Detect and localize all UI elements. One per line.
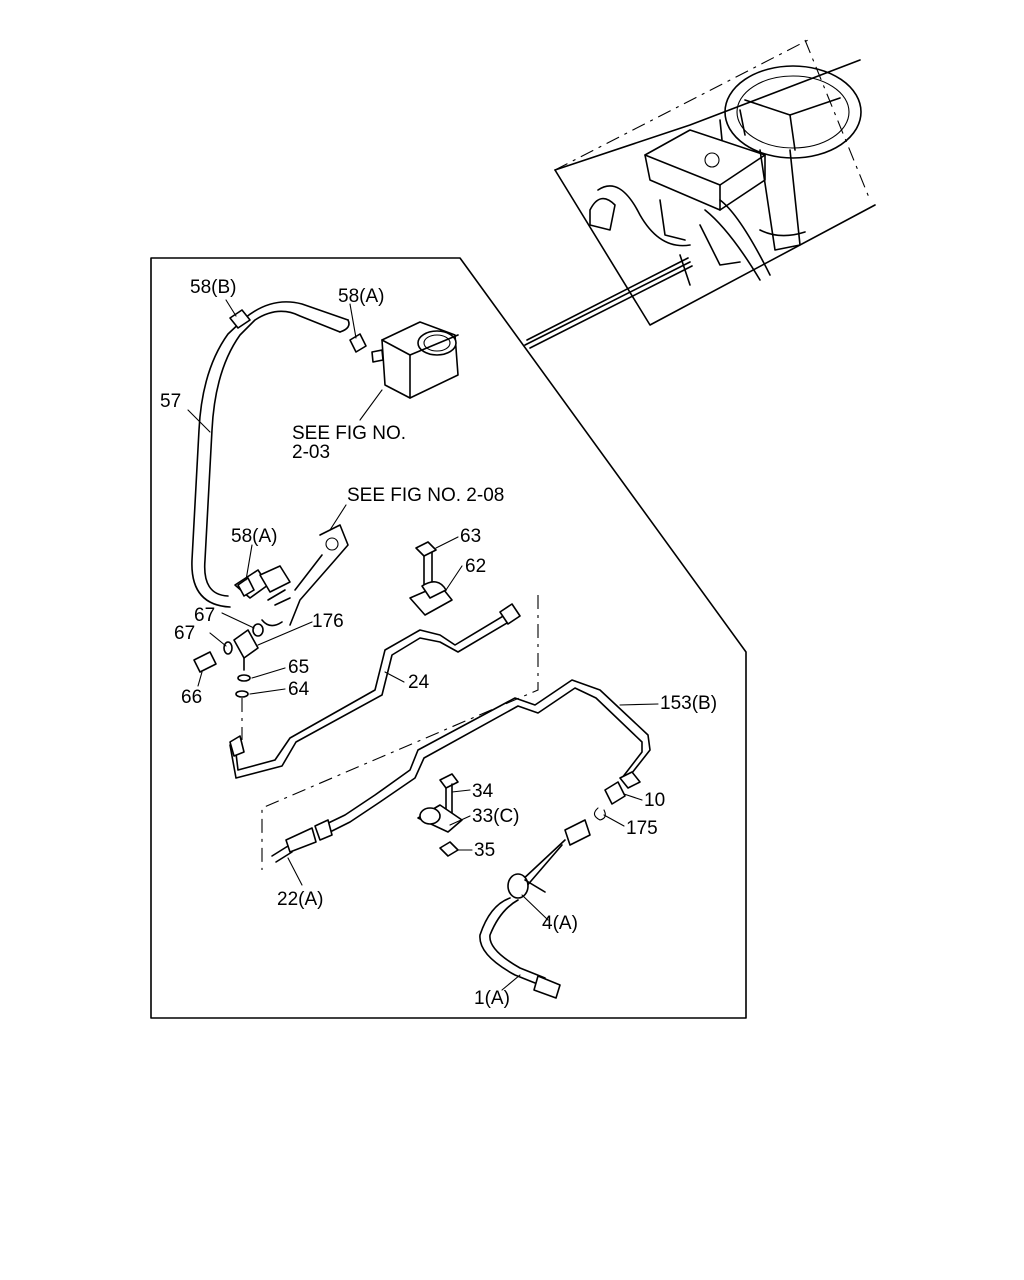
label-66: 66	[181, 687, 202, 708]
clip-58a-mid	[237, 577, 255, 597]
nut-35	[439, 841, 459, 857]
label-58a-top: 58(A)	[338, 286, 384, 307]
main-frame	[150, 257, 747, 1019]
label-33c: 33(C)	[472, 806, 520, 827]
washer-67-b	[223, 641, 233, 655]
label-62: 62	[465, 556, 486, 577]
label-see-fig-2-03-line1: SEE FIG NO.	[292, 423, 406, 444]
label-176: 176	[312, 611, 344, 632]
label-57: 57	[160, 391, 181, 412]
label-58a-mid: 58(A)	[231, 526, 277, 547]
hose-4a	[507, 819, 591, 899]
label-63: 63	[460, 526, 481, 547]
label-4a: 4(A)	[542, 913, 578, 934]
label-10: 10	[644, 790, 665, 811]
hose-22a	[271, 819, 333, 863]
label-24: 24	[408, 672, 430, 693]
pipe-group-boundary	[261, 595, 539, 870]
hose-57	[191, 301, 350, 608]
pipe-153b	[317, 679, 651, 837]
bolt-63	[415, 541, 437, 586]
label-58b: 58(B)	[190, 277, 236, 298]
label-see-fig-2-03-line2: 2-03	[292, 442, 330, 463]
washer-67-a	[252, 623, 264, 637]
bolt-34	[439, 773, 459, 819]
label-67-a: 67	[194, 605, 215, 626]
clip-175	[593, 807, 606, 821]
label-65: 65	[288, 657, 309, 678]
flare-nut-10	[604, 781, 626, 805]
label-64: 64	[288, 679, 310, 700]
clip-58b	[229, 309, 251, 329]
label-1a: 1(A)	[474, 988, 510, 1009]
label-35: 35	[474, 840, 495, 861]
label-22a: 22(A)	[277, 889, 323, 910]
dashboard-inset-illustration	[524, 39, 876, 349]
clip-58a-top	[349, 333, 367, 353]
label-67-b: 67	[174, 623, 195, 644]
bracket-62	[409, 581, 453, 616]
label-175: 175	[626, 818, 658, 839]
washer-64	[235, 690, 249, 698]
label-153b: 153(B)	[660, 693, 717, 714]
bolt-66	[193, 651, 217, 673]
washer-65	[237, 674, 251, 682]
hose-1a	[479, 897, 561, 999]
reservoir-tank	[371, 321, 459, 399]
label-see-fig-2-08: SEE FIG NO. 2-08	[347, 485, 504, 506]
clamp-33c	[417, 804, 463, 833]
pipe-24	[229, 603, 521, 779]
leader-lines	[187, 299, 659, 991]
label-34: 34	[472, 781, 494, 802]
union-176	[233, 629, 259, 671]
